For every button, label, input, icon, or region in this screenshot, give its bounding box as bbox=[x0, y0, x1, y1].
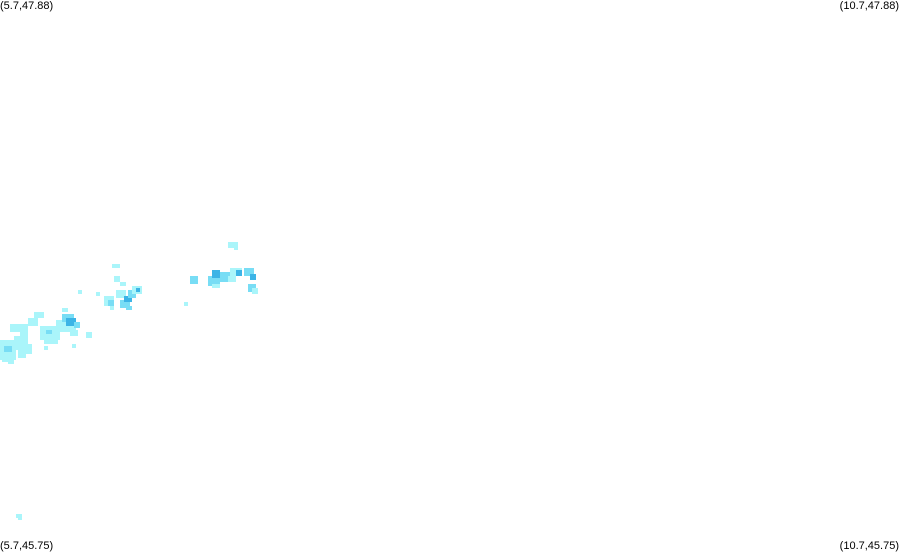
precipitation-cell bbox=[120, 282, 126, 286]
precipitation-cell bbox=[44, 340, 50, 344]
corner-label-bottom-right: (10.7,45.75) bbox=[839, 540, 899, 552]
precipitation-cell bbox=[26, 344, 32, 354]
precipitation-cell bbox=[184, 302, 188, 306]
precipitation-cell bbox=[136, 288, 140, 292]
precipitation-cell bbox=[20, 330, 28, 340]
precipitation-cell bbox=[120, 300, 130, 308]
precipitation-cell bbox=[112, 264, 120, 268]
precipitation-cell bbox=[10, 324, 28, 332]
precipitation-cell bbox=[86, 332, 92, 338]
precipitation-cell bbox=[244, 268, 254, 276]
precipitation-cell bbox=[4, 346, 12, 352]
precipitation-cell bbox=[190, 276, 198, 284]
precipitation-cell bbox=[124, 296, 132, 302]
precipitation-cell bbox=[228, 242, 238, 248]
precipitation-cell bbox=[34, 312, 44, 318]
precipitation-cell bbox=[28, 318, 38, 326]
precipitation-cell bbox=[108, 300, 114, 306]
precipitation-cell bbox=[66, 318, 76, 326]
precipitation-cell bbox=[74, 322, 80, 328]
precipitation-cell bbox=[16, 514, 22, 518]
precipitation-cell bbox=[18, 518, 22, 520]
precipitation-cell bbox=[212, 270, 220, 278]
precipitation-cell bbox=[18, 350, 26, 358]
precipitation-cell bbox=[114, 276, 120, 282]
precipitation-cell bbox=[252, 288, 258, 294]
precipitation-cell bbox=[78, 290, 82, 294]
precipitation-cell bbox=[70, 330, 78, 336]
precipitation-cell bbox=[234, 246, 238, 250]
precipitation-cell bbox=[8, 360, 14, 364]
corner-label-top-left: (5.7,47.88) bbox=[0, 0, 54, 12]
precipitation-cell bbox=[208, 276, 220, 286]
precipitation-cell bbox=[96, 292, 100, 296]
precipitation-cell bbox=[116, 290, 126, 298]
precipitation-cell bbox=[228, 276, 236, 282]
precipitation-cell bbox=[212, 284, 220, 288]
precipitation-cell bbox=[250, 274, 256, 280]
precipitation-cell bbox=[44, 346, 48, 350]
precipitation-cell bbox=[2, 356, 12, 362]
precipitation-cell bbox=[110, 306, 114, 310]
precipitation-cell bbox=[62, 308, 68, 312]
precipitation-cell bbox=[236, 270, 242, 276]
precipitation-cell bbox=[48, 338, 58, 344]
corner-label-top-right: (10.7,47.88) bbox=[839, 0, 899, 12]
corner-label-bottom-left: (5.7,45.75) bbox=[0, 540, 54, 552]
precipitation-cell bbox=[220, 272, 234, 282]
precipitation-cell bbox=[72, 344, 76, 348]
precipitation-cell bbox=[46, 330, 52, 334]
precipitation-cell bbox=[126, 306, 132, 310]
